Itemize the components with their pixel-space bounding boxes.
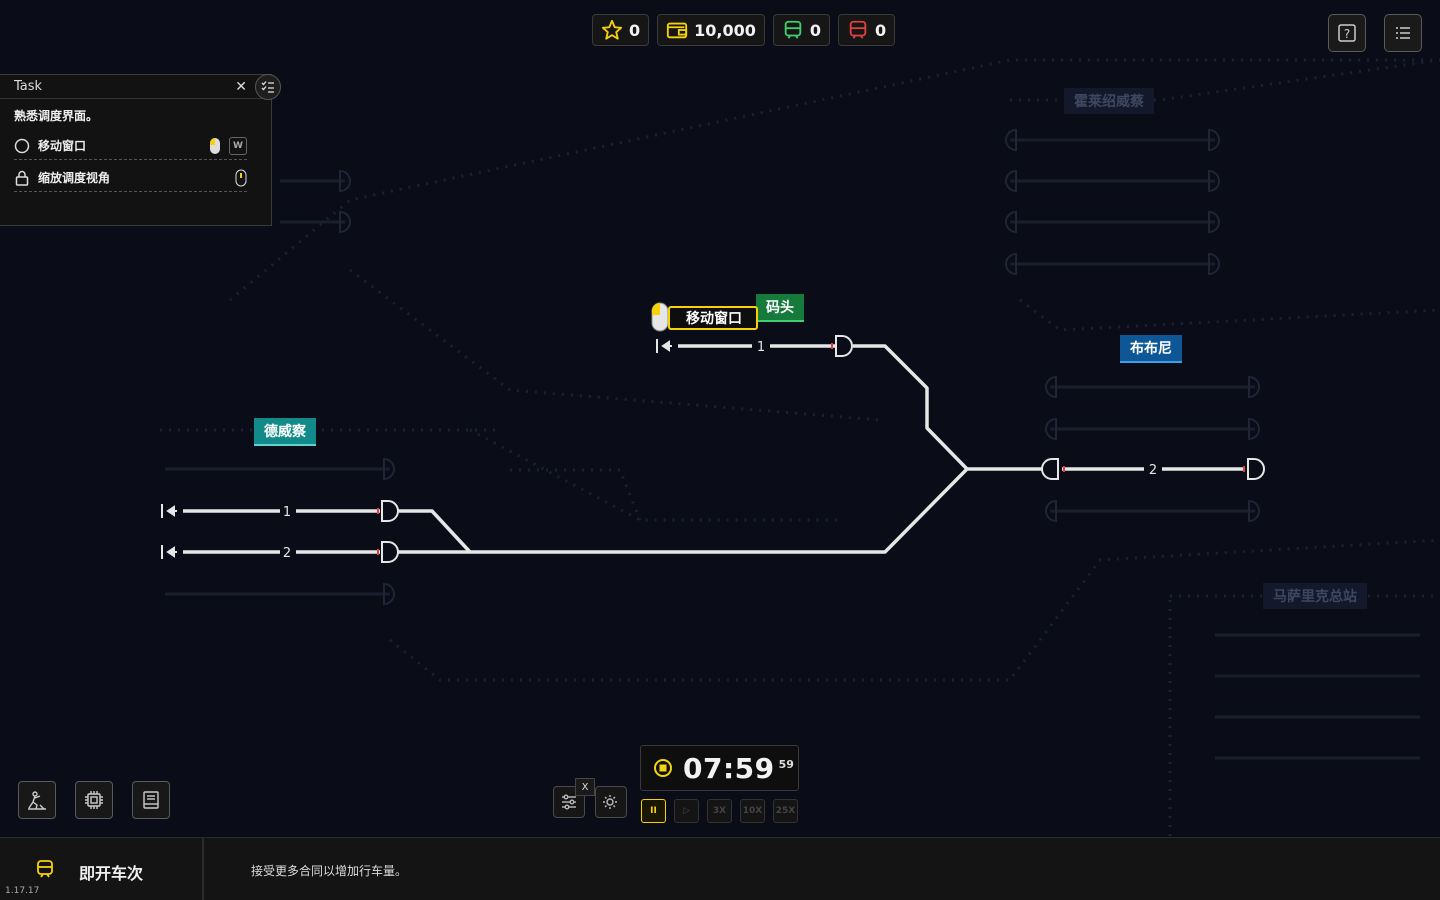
star-icon	[601, 19, 623, 40]
help-icon: ?	[1338, 24, 1356, 42]
red-train-counter[interactable]: 0	[838, 14, 896, 46]
station-label-bubuni[interactable]: 布布尼	[1120, 335, 1182, 363]
track-number-dewei-1: 1	[283, 505, 291, 520]
star-counter[interactable]: 0	[592, 14, 650, 46]
speed-25x-button[interactable]: 25X	[773, 799, 798, 823]
upcoming-trains-title: 即开车次	[79, 864, 144, 883]
inactive-tracks	[165, 138, 1420, 760]
station-label-matou[interactable]: 码头	[756, 294, 804, 322]
chip-icon	[85, 791, 103, 809]
mouse-left-icon	[210, 137, 220, 154]
mouse-scroll-icon	[235, 169, 247, 186]
star-count: 0	[629, 20, 641, 40]
bottom-bar: 即开车次 1.17.17 接受更多合同以增加行车量。	[0, 837, 1440, 900]
task-item-label: 移动窗口	[38, 139, 87, 153]
track-number-dewei-2: 2	[283, 546, 291, 561]
green-train-counter[interactable]: 0	[772, 14, 831, 46]
map-tools	[553, 786, 627, 818]
signal-red-marks	[377, 343, 1245, 555]
task-item-zoom-view[interactable]: 缩放调度视角	[14, 164, 247, 192]
mouse-icon	[651, 302, 669, 332]
signals[interactable]	[381, 335, 1265, 563]
speed-10x-button[interactable]: 10X	[740, 799, 765, 823]
bottom-message: 接受更多合同以增加行车量。	[251, 864, 408, 878]
task-item-label: 缩放调度视角	[38, 171, 111, 185]
task-header: Task ✕	[0, 75, 271, 99]
hint-tooltip: 移动窗口	[668, 306, 758, 330]
close-tools-button[interactable]: X	[575, 778, 595, 796]
close-icon[interactable]: ✕	[235, 78, 247, 95]
speed-controls: II ▷ 3X 10X 25X	[641, 799, 798, 823]
game-clock: 07:59 59	[640, 745, 799, 791]
station-label-masali[interactable]: 马萨里克总站	[1263, 583, 1367, 609]
active-tracks[interactable]	[183, 344, 1245, 554]
wallet-icon	[667, 22, 688, 39]
track-number-bubuni-2: 2	[1149, 463, 1157, 478]
worker-icon	[28, 791, 46, 810]
play-button[interactable]: ▷	[674, 799, 699, 823]
help-button[interactable]: ?	[1328, 14, 1366, 52]
resource-bar: 0 10,000 0 0	[592, 14, 896, 46]
track-number-matou-1: 1	[757, 340, 765, 355]
speed-3x-button[interactable]: 3X	[707, 799, 732, 823]
region-outlines	[160, 58, 1440, 840]
upcoming-trains-tab[interactable]: 即开车次 1.17.17	[0, 838, 204, 900]
chip-button[interactable]	[75, 781, 113, 819]
menu-button[interactable]	[1384, 14, 1422, 52]
clock-time: 07:59	[683, 751, 775, 785]
list-icon	[1396, 27, 1410, 39]
task-description: 熟悉调度界面。	[14, 109, 99, 123]
green-train-icon	[784, 20, 802, 39]
svg-text:?: ?	[1344, 27, 1350, 41]
task-list-button[interactable]	[255, 74, 281, 100]
train-icon	[37, 860, 53, 878]
version-label: 1.17.17	[5, 886, 40, 896]
sliders-icon	[562, 794, 576, 810]
bottom-left-tools	[18, 781, 170, 819]
record-icon	[654, 759, 672, 777]
pause-button[interactable]: II	[641, 799, 666, 823]
settings-sliders-button[interactable]	[553, 786, 585, 818]
clock-seconds: 59	[778, 757, 794, 771]
checklist-icon	[261, 81, 274, 93]
lock-icon	[15, 170, 29, 186]
red-train-icon	[849, 20, 867, 39]
gear-schedule-button[interactable]	[595, 786, 627, 818]
construction-button[interactable]	[18, 781, 56, 819]
money-amount: 10,000	[694, 20, 756, 40]
buffer-stops	[161, 339, 672, 559]
top-right-controls: ?	[1328, 14, 1422, 52]
key-w-icon: W	[229, 136, 247, 155]
money-counter[interactable]: 10,000	[657, 14, 765, 46]
station-label-dewei[interactable]: 德威察	[254, 418, 316, 446]
book-icon	[143, 791, 159, 809]
logbook-button[interactable]	[132, 781, 170, 819]
task-panel[interactable]: Task ✕ 熟悉调度界面。 移动窗口 W 缩放调度视角	[0, 74, 281, 226]
green-train-count: 0	[809, 20, 822, 40]
inactive-signals	[339, 128, 1260, 606]
task-title: Task	[14, 79, 43, 94]
station-label-holai[interactable]: 霍莱绍威蔡	[1064, 88, 1154, 114]
gear-icon	[603, 795, 617, 809]
task-item-move-window[interactable]: 移动窗口 W	[14, 132, 247, 160]
red-train-count: 0	[875, 20, 887, 40]
circle-icon	[14, 138, 30, 153]
